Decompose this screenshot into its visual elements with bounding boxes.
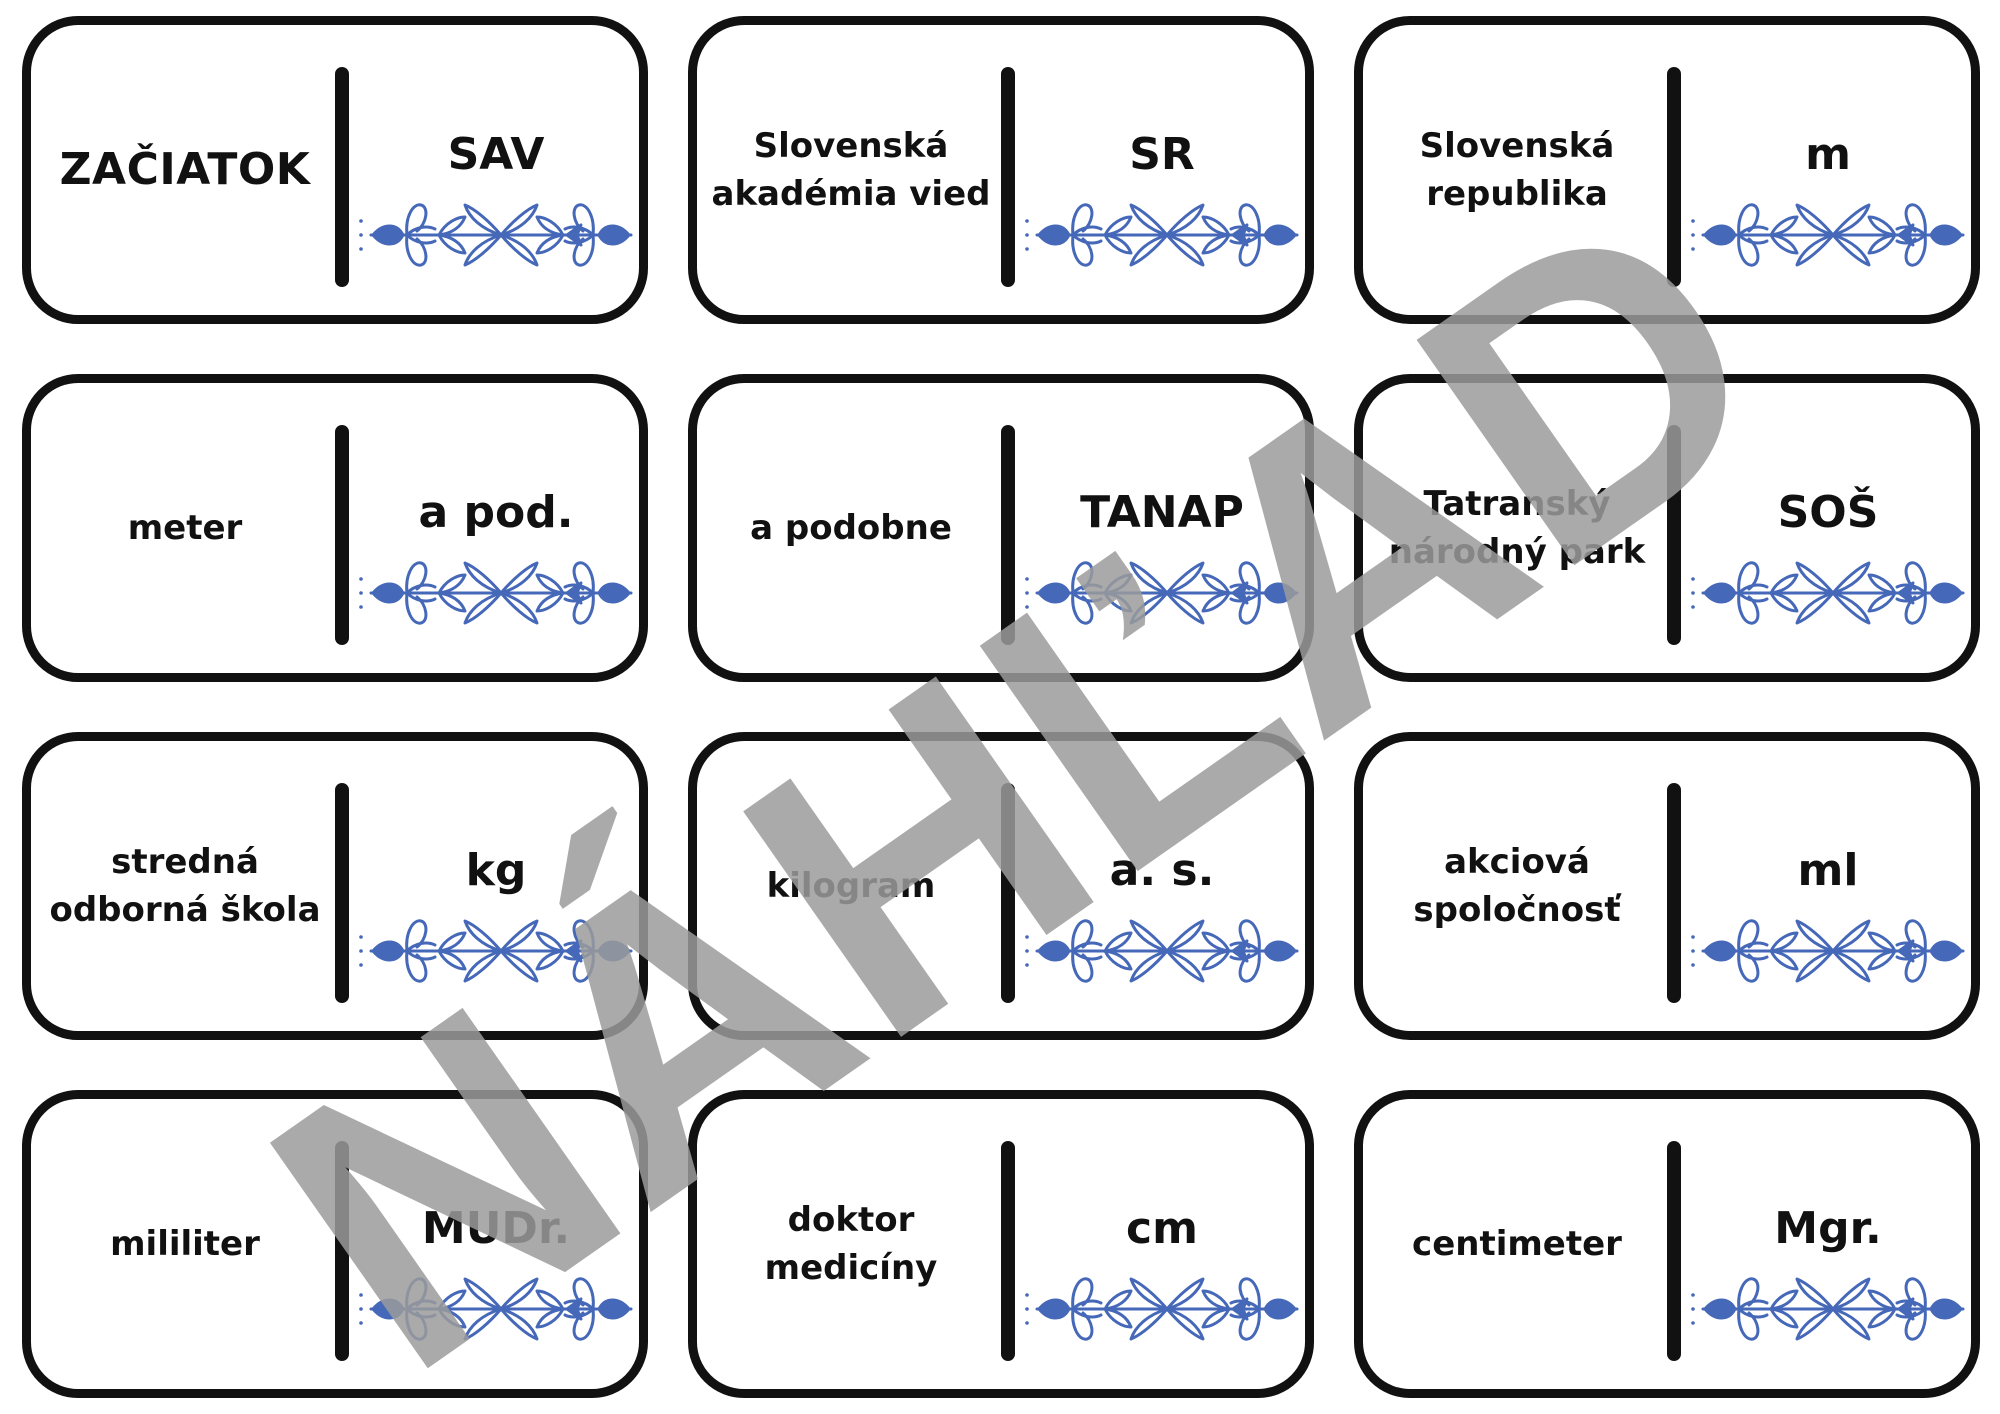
card-right-abbreviation: cm (1126, 1203, 1198, 1254)
domino-card[interactable]: meter a pod. (22, 374, 648, 682)
card-divider (1667, 67, 1681, 287)
card-left-text: a podobne (750, 508, 952, 548)
card-left-text: Slovenská akadémia vied (711, 126, 991, 214)
folk-flower-ornament-icon (357, 561, 639, 625)
domino-card[interactable]: ZAČIATOK SAV (22, 16, 648, 324)
card-divider (1001, 1141, 1015, 1361)
card-divider (1001, 67, 1015, 287)
domino-card[interactable]: stredná odborná škola kg (22, 732, 648, 1040)
card-divider (1667, 1141, 1681, 1361)
domino-card[interactable]: centimeter Mgr. (1354, 1090, 1980, 1398)
domino-card[interactable]: a podobne TANAP (688, 374, 1314, 682)
card-left-text: Tatranský národný park (1388, 484, 1646, 572)
card-left-text: doktor medicíny (764, 1200, 938, 1288)
folk-flower-ornament-icon (1689, 919, 1971, 983)
card-right-abbreviation: MUDr. (421, 1203, 571, 1254)
domino-card[interactable]: akciová spoločnosť ml (1354, 732, 1980, 1040)
folk-flower-ornament-icon (1023, 919, 1305, 983)
domino-card[interactable]: mililiter MUDr. (22, 1090, 648, 1398)
card-right-abbreviation: SAV (447, 129, 545, 180)
card-right-abbreviation: a pod. (418, 487, 574, 538)
card-right-abbreviation: kg (465, 845, 527, 896)
domino-card[interactable]: doktor medicíny cm (688, 1090, 1314, 1398)
card-divider (1001, 425, 1015, 645)
domino-card[interactable]: kilogram a. s. (688, 732, 1314, 1040)
domino-card[interactable]: Tatranský národný park SOŠ (1354, 374, 1980, 682)
card-left-text: Slovenská republika (1419, 126, 1615, 214)
folk-flower-ornament-icon (1689, 203, 1971, 267)
card-left-text: ZAČIATOK (59, 144, 311, 195)
folk-flower-ornament-icon (357, 1277, 639, 1341)
folk-flower-ornament-icon (1689, 1277, 1971, 1341)
folk-flower-ornament-icon (357, 919, 639, 983)
domino-card[interactable]: Slovenská republika m (1354, 16, 1980, 324)
card-divider (1667, 425, 1681, 645)
card-right-abbreviation: TANAP (1080, 487, 1244, 538)
card-right-abbreviation: m (1805, 129, 1851, 180)
card-divider (1667, 783, 1681, 1003)
card-right-abbreviation: Mgr. (1774, 1203, 1882, 1254)
folk-flower-ornament-icon (357, 203, 639, 267)
card-divider (335, 67, 349, 287)
folk-flower-ornament-icon (1689, 561, 1971, 625)
card-divider (335, 425, 349, 645)
domino-card[interactable]: Slovenská akadémia vied SR (688, 16, 1314, 324)
folk-flower-ornament-icon (1023, 561, 1305, 625)
card-right-abbreviation: SOŠ (1777, 487, 1879, 538)
folk-flower-ornament-icon (1023, 203, 1305, 267)
card-divider (1001, 783, 1015, 1003)
card-divider (335, 1141, 349, 1361)
card-left-text: mililiter (110, 1224, 260, 1264)
card-divider (335, 783, 349, 1003)
card-right-abbreviation: ml (1797, 845, 1859, 896)
card-left-text: meter (127, 508, 243, 548)
card-left-text: centimeter (1412, 1224, 1622, 1264)
card-right-abbreviation: SR (1129, 129, 1195, 180)
card-left-text: kilogram (766, 866, 936, 906)
card-right-abbreviation: a. s. (1109, 845, 1215, 896)
folk-flower-ornament-icon (1023, 1277, 1305, 1341)
card-left-text: stredná odborná škola (49, 842, 321, 930)
card-left-text: akciová spoločnosť (1413, 842, 1621, 930)
